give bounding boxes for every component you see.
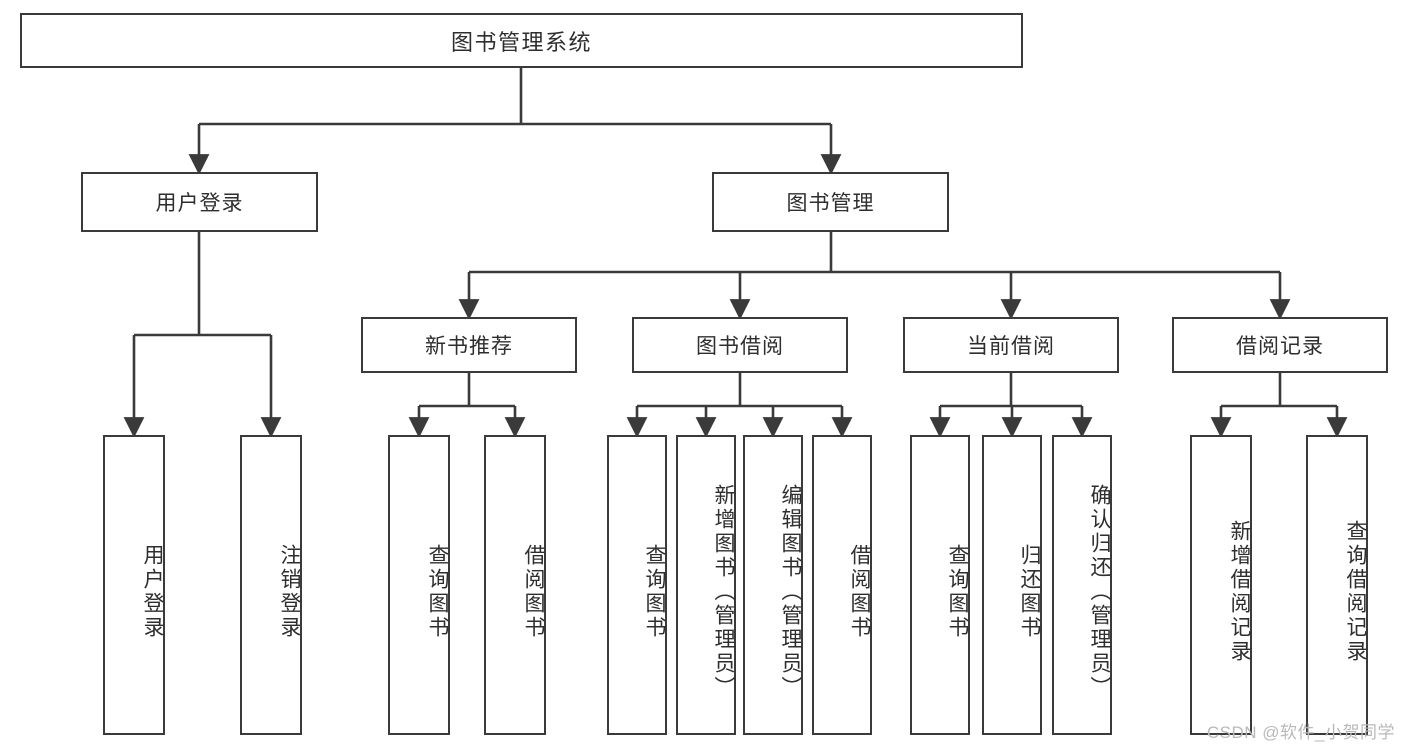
node-leaf-user-login[interactable]: 用户登录: [103, 435, 165, 735]
node-leaf-query-record[interactable]: 查询借阅记录: [1306, 435, 1368, 735]
node-root-label: 图书管理系统: [450, 29, 592, 55]
node-leaf-query-book-2[interactable]: 查询图书: [607, 435, 667, 735]
node-leaf-borrow-book-2[interactable]: 借阅图书: [812, 435, 872, 735]
node-leaf-borrow-book-1[interactable]: 借阅图书: [484, 435, 546, 735]
node-leaf-add-record-label: 新增借阅记录: [1228, 520, 1251, 664]
node-borrow-record[interactable]: 借阅记录: [1172, 317, 1388, 373]
node-leaf-query-book-2-label: 查询图书: [643, 544, 666, 640]
node-leaf-query-book-3-label: 查询图书: [946, 544, 969, 640]
node-leaf-query-book-1-label: 查询图书: [426, 544, 449, 640]
node-leaf-borrow-book-1-label: 借阅图书: [522, 544, 545, 640]
node-root[interactable]: 图书管理系统: [20, 13, 1023, 68]
node-leaf-edit-book-label: 编辑图书（管理员）: [779, 484, 802, 700]
node-borrow-record-label: 借阅记录: [1236, 335, 1324, 358]
node-current-borrow[interactable]: 当前借阅: [903, 317, 1119, 373]
node-leaf-user-login-label: 用户登录: [141, 544, 164, 640]
node-leaf-query-book-3[interactable]: 查询图书: [910, 435, 970, 735]
node-book-manage-label: 图书管理: [786, 192, 875, 215]
node-new-book-rec[interactable]: 新书推荐: [361, 317, 577, 373]
node-book-borrow-label: 图书借阅: [696, 335, 784, 358]
node-book-manage[interactable]: 图书管理: [712, 172, 949, 232]
node-leaf-confirm-return[interactable]: 确认归还（管理员）: [1052, 435, 1112, 735]
node-leaf-query-record-label: 查询借阅记录: [1344, 520, 1367, 664]
node-leaf-edit-book[interactable]: 编辑图书（管理员）: [743, 435, 803, 735]
node-leaf-logout[interactable]: 注销登录: [240, 435, 302, 735]
node-leaf-query-book-1[interactable]: 查询图书: [388, 435, 450, 735]
csdn-watermark: CSDN @软件_小贺同学: [1206, 723, 1395, 742]
node-leaf-confirm-return-label: 确认归还（管理员）: [1088, 484, 1111, 700]
node-leaf-return-book[interactable]: 归还图书: [982, 435, 1042, 735]
node-leaf-return-book-label: 归还图书: [1018, 544, 1041, 640]
node-leaf-logout-label: 注销登录: [278, 544, 301, 640]
node-new-book-rec-label: 新书推荐: [425, 335, 513, 358]
node-user-login[interactable]: 用户登录: [81, 172, 318, 232]
node-user-login-label: 用户登录: [155, 192, 244, 215]
node-leaf-add-record[interactable]: 新增借阅记录: [1190, 435, 1252, 735]
node-leaf-add-book[interactable]: 新增图书（管理员）: [676, 435, 736, 735]
node-current-borrow-label: 当前借阅: [967, 335, 1055, 358]
node-leaf-add-book-label: 新增图书（管理员）: [712, 484, 735, 700]
node-leaf-borrow-book-2-label: 借阅图书: [848, 544, 871, 640]
node-book-borrow[interactable]: 图书借阅: [632, 317, 848, 373]
